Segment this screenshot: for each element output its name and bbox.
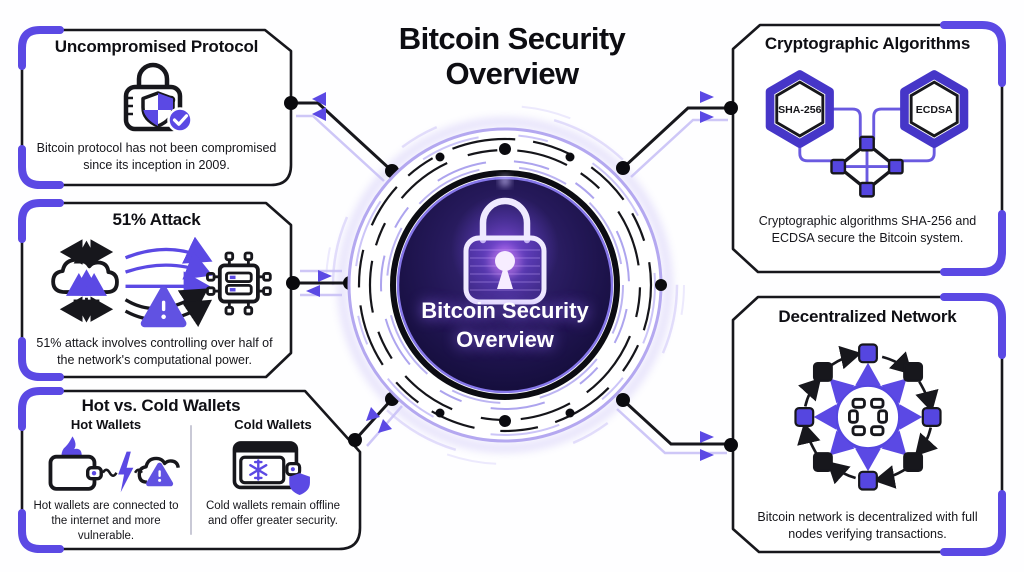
card-uncompromised-protocol: Uncompromised Protocol Bitcoin protocol …: [22, 30, 291, 185]
ring-dots: [435, 143, 667, 427]
node-ring-icon: [784, 333, 952, 506]
hash-network-icon: SHA-256 ECDSA: [747, 59, 987, 213]
sha256-label: SHA-256: [778, 104, 822, 116]
central-circle: [347, 127, 667, 443]
padlock-icon: [463, 197, 547, 305]
hot-wallets-body: Hot wallets are connected to the interne…: [33, 500, 179, 543]
hot-wallet-icon: [28, 433, 188, 504]
card-hot-cold-wallets: Hot vs. Cold Wallets Hot Wallets Hot wal…: [22, 391, 360, 549]
card-body: Bitcoin network is decentralized with fu…: [757, 510, 978, 541]
cold-wallets-label: Cold Wallets: [234, 417, 312, 432]
card-body: Bitcoin protocol has not been compromise…: [36, 141, 277, 172]
connector-dots: [284, 96, 738, 452]
center-badge-label: Bitcoin Security Overview: [375, 297, 635, 354]
connector-decentralized: [621, 398, 731, 446]
card-body: 51% attack involves controlling over hal…: [36, 336, 273, 367]
cold-wallet-icon: [212, 435, 330, 502]
lock-shield-check-icon: [106, 57, 206, 142]
center-badge-line1: Bitcoin Security: [421, 298, 589, 323]
card-cryptographic-algorithms: Cryptographic Algorithms SHA-256: [733, 25, 1002, 272]
card-title: Uncompromised Protocol: [54, 37, 259, 56]
column-divider: [190, 425, 192, 535]
card-decentralized-network: Decentralized Network: [733, 297, 1002, 552]
hot-wallets-label: Hot Wallets: [70, 417, 142, 432]
ecdsa-label: ECDSA: [916, 104, 953, 116]
card-title: Cryptographic Algorithms: [764, 34, 971, 53]
center-badge-line2: Overview: [456, 326, 554, 352]
card-title: 51% Attack: [112, 210, 201, 229]
cloud-attack-chip-icon: [36, 233, 276, 338]
connector-wallets: [353, 397, 394, 442]
card-title: Decentralized Network: [778, 307, 957, 326]
page-title: Bitcoin Security Overview: [398, 21, 626, 91]
decorative-circuit-traces: [325, 105, 685, 465]
card-51-attack: 51% Attack: [22, 203, 291, 377]
card-body: Cryptographic algorithms SHA-256 and ECD…: [758, 214, 977, 245]
card-title: Hot vs. Cold Wallets: [81, 396, 241, 415]
cold-wallets-body: Cold wallets remain offline and offer gr…: [205, 500, 341, 528]
flow-arrows: [306, 91, 714, 461]
connector-crypto: [621, 106, 731, 170]
connector-uncompromised: [291, 101, 394, 173]
connectors: [284, 91, 738, 461]
card-corner-accents: [18, 21, 1006, 556]
